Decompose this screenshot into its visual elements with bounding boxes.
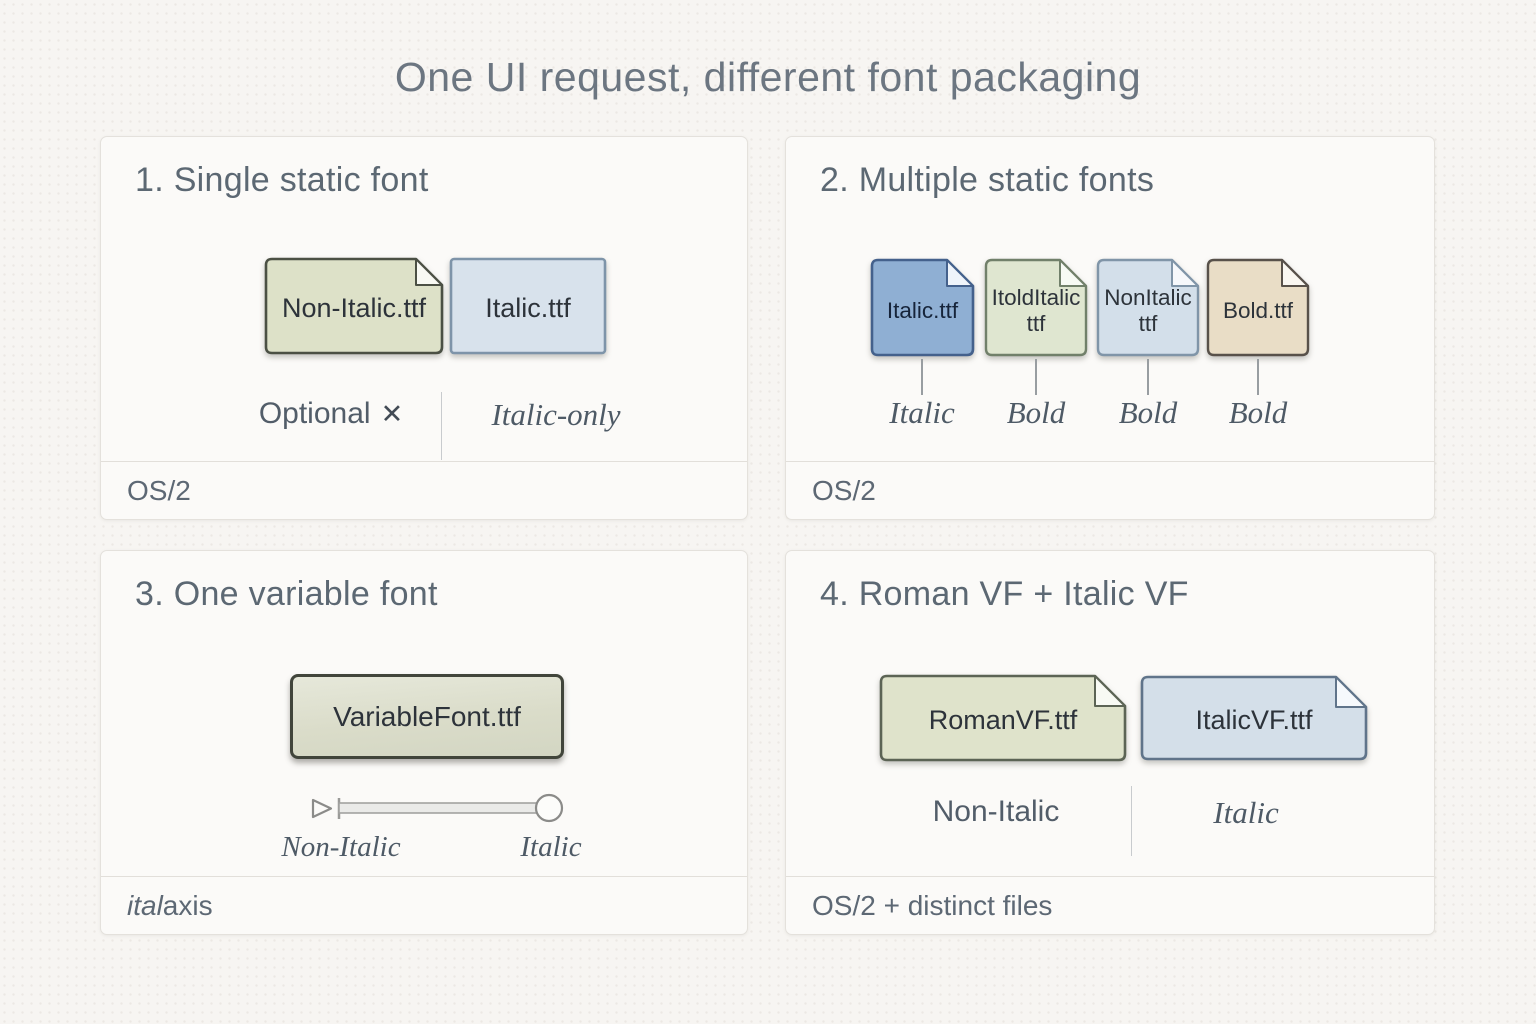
- connector-line: [1257, 359, 1259, 395]
- file-shape-icon: [264, 257, 444, 355]
- tag-bold: Bold: [1118, 395, 1178, 430]
- footer-os2-label: OS/2: [812, 474, 876, 506]
- file-name-label: ItoldItalic ttf: [991, 284, 1081, 336]
- file-name-label: RomanVF.ttf: [928, 705, 1078, 736]
- file-name-label: NonItalic ttf: [1104, 284, 1192, 336]
- file-non-italic-ttf: Non-Italic.ttf: [263, 256, 445, 356]
- file-shape-icon: [870, 258, 975, 357]
- panel-one-variable-font: 3. One variable font VariableFont.ttf No…: [100, 550, 748, 935]
- file-name-label: Italic.ttf: [886, 297, 959, 323]
- file-variablefont-ttf: VariableFont.ttf: [290, 674, 564, 759]
- panel2-heading: 2. Multiple static fonts: [820, 161, 1155, 199]
- annotation-divider: [1131, 786, 1132, 856]
- slider-track[interactable]: [338, 802, 548, 814]
- file-italic-ttf: Italic.ttf: [869, 257, 976, 358]
- footer-os2-label: OS/2: [127, 474, 191, 506]
- panel-multiple-static-fonts: 2. Multiple static fonts Italic.ttf Itol…: [785, 136, 1435, 520]
- panel3-heading: 3. One variable font: [135, 575, 438, 613]
- footer-axis-rest: axis: [162, 889, 213, 921]
- slider-left-label: Non-Italic: [281, 831, 401, 863]
- tag-bold: Bold: [1006, 395, 1066, 430]
- footer-ital-axis-label: ital: [127, 889, 163, 921]
- x-icon: ✕: [380, 399, 404, 429]
- file-nonitalic-ttf: NonItalic ttf: [1095, 257, 1201, 358]
- panel4-footer: OS/2 + distinct files: [786, 876, 1434, 934]
- file-shape-icon: [1206, 258, 1310, 357]
- ital-axis-slider[interactable]: [301, 789, 577, 829]
- connector-line: [921, 359, 923, 395]
- file-itolditalic-ttf: ItoldItalic ttf: [983, 257, 1089, 358]
- file-name-label: Non-Italic.ttf: [281, 293, 427, 324]
- tag-italic: Italic: [889, 395, 955, 430]
- annotation-italic: Italic: [1213, 795, 1279, 830]
- footer-os2-distinct-label: OS/2 + distinct files: [812, 889, 1053, 921]
- panel-roman-vf-italic-vf: 4. Roman VF + Italic VF RomanVF.ttf Ital…: [785, 550, 1435, 935]
- annotation-optional: Optional ✕: [221, 397, 441, 431]
- slider-knob[interactable]: [534, 793, 564, 823]
- file-italicvf-ttf: ItalicVF.ttf: [1139, 674, 1369, 762]
- play-triangle-icon: [311, 798, 333, 819]
- file-shape-icon: [879, 674, 1127, 762]
- tag-bold: Bold: [1228, 395, 1288, 430]
- file-shape-icon: [984, 258, 1088, 357]
- file-name-label: VariableFont.ttf: [333, 700, 521, 732]
- annotation-optional-text: Optional: [258, 397, 371, 430]
- connector-line: [1147, 359, 1149, 395]
- file-italic-ttf: Italic.ttf: [449, 257, 607, 355]
- annotation-italic-only: Italic-only: [491, 397, 621, 432]
- panel-single-static-font: 1. Single static font Non-Italic.ttf Ita…: [100, 136, 748, 520]
- annotation-non-italic: Non-Italic: [932, 795, 1060, 828]
- panel1-footer: OS/2: [101, 461, 747, 519]
- file-shape-icon: [1096, 258, 1200, 357]
- panel3-footer: ital axis: [101, 876, 747, 934]
- panel4-heading: 4. Roman VF + Italic VF: [820, 575, 1189, 613]
- connector-line: [1035, 359, 1037, 395]
- file-shape-icon: [449, 257, 607, 355]
- page-title: One UI request, different font packaging: [394, 54, 1142, 100]
- file-name-label: ItalicVF.ttf: [1195, 705, 1313, 736]
- file-name-label: Italic.ttf: [485, 293, 571, 324]
- panel1-heading: 1. Single static font: [135, 161, 429, 199]
- file-shape-icon: [1140, 675, 1368, 761]
- panel2-footer: OS/2: [786, 461, 1434, 519]
- slider-right-label: Italic: [520, 831, 582, 863]
- file-name-label: Bold.ttf: [1222, 297, 1294, 323]
- file-bold-ttf: Bold.ttf: [1205, 257, 1311, 358]
- annotation-divider: [441, 392, 442, 460]
- file-romanvf-ttf: RomanVF.ttf: [878, 673, 1128, 763]
